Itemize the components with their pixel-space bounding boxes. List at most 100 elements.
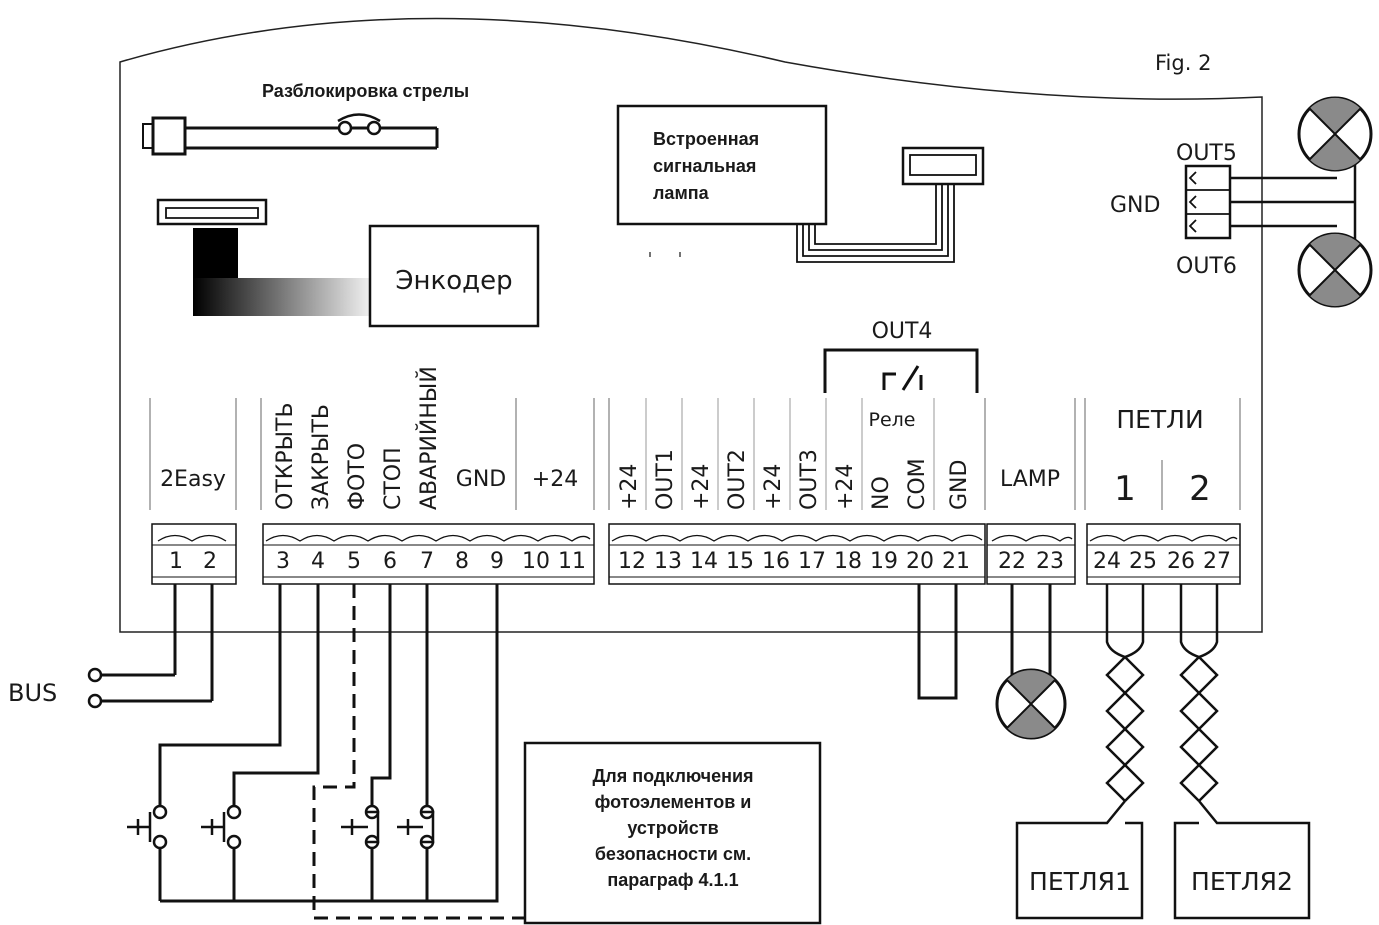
- terminal-2: 2: [203, 549, 217, 574]
- unlock-cable: [142, 113, 439, 156]
- builtin-lamp-line-1: Встроенная: [653, 129, 759, 149]
- terminal-10: 10: [522, 549, 550, 574]
- note-line-1: Для подключения: [592, 766, 753, 786]
- unlock-title: Разблокировка стрелы: [262, 81, 469, 101]
- button-emergency: [397, 804, 435, 850]
- lamp-out6: [1297, 232, 1373, 308]
- terminal-22: 22: [998, 549, 1026, 574]
- terminal-11: 11: [558, 549, 586, 574]
- terminal-1: 1: [169, 549, 183, 574]
- note-line-4: безопасности см.: [595, 844, 751, 864]
- encoder-label: Энкодер: [395, 266, 512, 296]
- input-label-photo: ФОТО: [345, 443, 370, 510]
- terminal-9: 9: [490, 549, 504, 574]
- terminal-block-loops: 24 25 26 27: [1086, 523, 1241, 585]
- photo-dashed-wiring: [312, 584, 525, 920]
- column-separators: [149, 398, 1241, 510]
- terminal-15: 15: [726, 549, 754, 574]
- out-label-20: COM: [905, 458, 930, 510]
- lamp-external: [995, 668, 1067, 740]
- encoder-box: [368, 224, 540, 328]
- lamp-external-wiring: [1010, 584, 1052, 678]
- terminal-26: 26: [1167, 549, 1195, 574]
- builtin-lamp-line-2: сигнальная: [653, 156, 756, 176]
- out-label-18: +24: [833, 464, 858, 510]
- loop2-twisted-pair: [1173, 584, 1311, 920]
- terminal-21: 21: [942, 549, 970, 574]
- bus-label: BUS: [8, 679, 57, 707]
- out-label-19: NO: [869, 476, 894, 510]
- outs-sub-separators: [645, 398, 935, 510]
- out6-label: OUT6: [1176, 254, 1237, 279]
- button-open: [127, 804, 168, 850]
- note-line-5: параграф 4.1.1: [607, 870, 738, 890]
- terminal-block-outs: 12 13 14 15 16 17 18 19 20 21: [608, 523, 986, 585]
- out-label-16: +24: [761, 464, 786, 510]
- button-stop: [341, 804, 380, 850]
- inputs-wiring: [158, 584, 499, 903]
- note-line-2: фотоэлементов и: [595, 792, 752, 812]
- bus-wiring: [87, 584, 214, 709]
- inputs-gnd-label: GND: [456, 467, 506, 492]
- terminal-12: 12: [618, 549, 646, 574]
- loops-num-1: 1: [1114, 469, 1136, 509]
- terminal-23: 23: [1036, 549, 1064, 574]
- encoder-assembly: [156, 198, 373, 316]
- out-label-21: GND: [947, 460, 972, 510]
- terminal-27: 27: [1203, 549, 1231, 574]
- loop1-twisted-pair: [1015, 584, 1145, 920]
- terminal-5: 5: [347, 549, 361, 574]
- out4-relay-bracket: [823, 348, 979, 393]
- input-label-stop: СТОП: [381, 447, 406, 510]
- loops-title: ПЕТЛИ: [1116, 405, 1203, 434]
- board-outline: [119, 17, 1263, 633]
- input-label-close: ЗАКРЫТЬ: [309, 404, 334, 510]
- terminal-16: 16: [762, 549, 790, 574]
- builtin-lamp-cable: [796, 146, 985, 263]
- out4-jumper: [917, 584, 958, 700]
- output-labels: +24 OUT1 +24 OUT2 +24 OUT3 +24 NO COM GN…: [617, 449, 972, 510]
- terminal-7: 7: [420, 549, 434, 574]
- terminal-3: 3: [276, 549, 290, 574]
- terminal-19: 19: [870, 549, 898, 574]
- terminal-block-lamp: 22 23: [986, 523, 1076, 585]
- terminal-6: 6: [383, 549, 397, 574]
- button-close: [201, 804, 242, 850]
- gnd-right-label: GND: [1110, 193, 1160, 218]
- out-label-17: OUT3: [797, 449, 822, 510]
- terminal-24: 24: [1093, 549, 1121, 574]
- terminal-25: 25: [1129, 549, 1157, 574]
- terminal-4: 4: [311, 549, 325, 574]
- terminal-20: 20: [906, 549, 934, 574]
- loop-box-2-label: ПЕТЛЯ2: [1191, 867, 1293, 896]
- out-label-15: OUT2: [725, 449, 750, 510]
- terminal-13: 13: [654, 549, 682, 574]
- input-label-emergency: АВАРИЙНЫЙ: [416, 366, 442, 510]
- out-label-13: OUT1: [653, 449, 678, 510]
- terminal-18: 18: [834, 549, 862, 574]
- terminal-17: 17: [798, 549, 826, 574]
- out4-title: OUT4: [872, 319, 933, 344]
- terminal-8: 8: [455, 549, 469, 574]
- terminal-14: 14: [690, 549, 718, 574]
- out5-label: OUT5: [1176, 141, 1237, 166]
- relay-label: Реле: [869, 409, 916, 431]
- lamp-out5: [1297, 96, 1373, 172]
- input-labels: ОТКРЫТЬ ЗАКРЫТЬ ФОТО СТОП АВАРИЙНЫЙ: [273, 366, 442, 510]
- figure-label: Fig. 2: [1155, 51, 1211, 75]
- loop-box-1-label: ПЕТЛЯ1: [1029, 867, 1131, 896]
- easy-label: 2Easy: [160, 467, 226, 492]
- inputs-p24-label: +24: [532, 467, 578, 492]
- lamp-label: LAMP: [1000, 467, 1060, 492]
- loops-num-2: 2: [1189, 469, 1211, 509]
- terminal-block-easy: 1 2: [151, 523, 237, 585]
- builtin-lamp-box: [616, 104, 828, 226]
- terminal-block-inputs: 3 4 5 6 7 8 9 10 11: [262, 523, 595, 585]
- input-label-open: ОТКРЫТЬ: [273, 402, 298, 510]
- note-line-3: устройств: [627, 818, 718, 838]
- builtin-lamp-line-3: лампа: [653, 183, 710, 203]
- out-label-14: +24: [689, 464, 714, 510]
- note-box: [523, 741, 822, 925]
- out-label-12: +24: [617, 464, 642, 510]
